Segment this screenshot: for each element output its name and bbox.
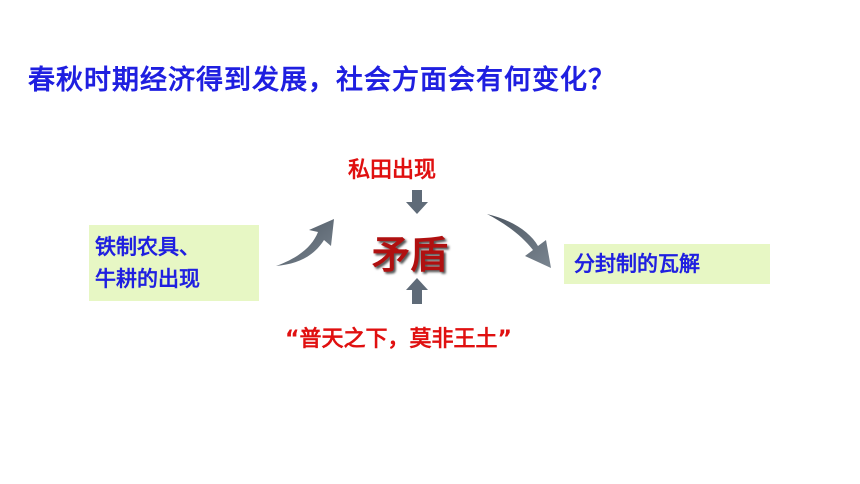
curved-arrow-right-icon xyxy=(487,214,551,268)
cause-line-2: 牛耕的出现 xyxy=(95,267,200,291)
slide-title: 春秋时期经济得到发展，社会方面会有何变化？ xyxy=(28,65,616,96)
cause-line-1: 铁制农具、 xyxy=(95,235,200,259)
result-box-feudal-collapse: 分封制的瓦解 xyxy=(564,244,770,284)
cause-box-iron-tools: 铁制农具、 牛耕的出现 xyxy=(89,225,259,301)
curved-arrow-left-icon xyxy=(276,219,334,266)
result-box-text: 分封制的瓦解 xyxy=(574,252,700,276)
contradiction-label: 矛盾 xyxy=(372,233,449,277)
down-arrow-icon xyxy=(406,190,428,214)
royal-land-quote-label: “普天之下，莫非王土” xyxy=(285,327,512,352)
cause-box-text: 铁制农具、 牛耕的出现 xyxy=(95,231,200,295)
up-arrow-icon xyxy=(406,278,428,304)
private-land-label: 私田出现 xyxy=(348,158,437,183)
